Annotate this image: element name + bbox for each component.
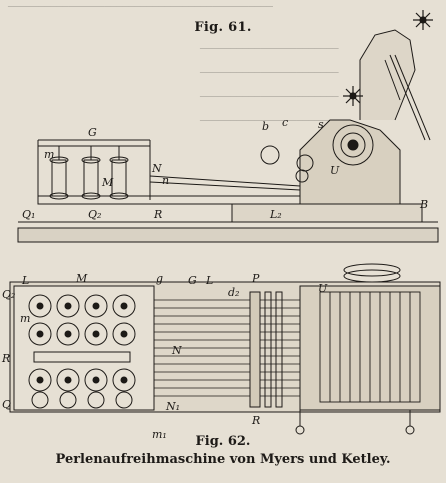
label-R: R [153,208,162,221]
label-U: U [330,164,340,177]
bleed-text: ─────────────────────── [200,92,339,103]
label-s: s [318,118,324,131]
bleed-text: ─────────────────────── [200,68,339,79]
figure-62-caption: Fig. 62. [195,434,251,449]
label-b: b [262,120,269,133]
label-R3: R [251,414,260,427]
label-L2: L₂ [269,208,282,221]
bleed-text: ─────────────────────── [200,116,339,127]
label-P: P [251,272,260,285]
label-m2: m [20,312,30,325]
label-n: n [162,174,169,187]
label-Q1: Q₁ [22,208,35,221]
label-Q2b: Q₂ [2,288,15,301]
label-c: c [282,116,288,129]
label-N1: N₁ [165,400,180,413]
label-N2: N [171,344,182,357]
label-G: G [88,126,97,139]
label-G2: G [188,274,197,287]
label-L: L [21,274,29,287]
label-M: M [101,176,114,189]
figure-61-caption: Fig. 61. [194,20,252,35]
label-d2: d₂ [228,286,239,299]
label-m1: m₁ [152,428,167,441]
label-U2: U [318,282,328,295]
label-L3: L [205,274,213,287]
label-N: N [151,162,162,175]
label-M2: M [75,272,88,285]
figure-62-title: Perlenaufreihmaschine von Myers und Ketl… [55,452,391,467]
label-Q2: Q₂ [88,208,101,221]
label-m: m [44,148,54,161]
bleed-text: ────────────────────────────────────────… [8,2,273,13]
label-B: B [419,198,428,211]
label-R2: R [1,352,10,365]
label-g: g [156,272,163,285]
bleed-text: ─────────────────────── [200,44,339,55]
label-Q: Q [2,398,11,411]
